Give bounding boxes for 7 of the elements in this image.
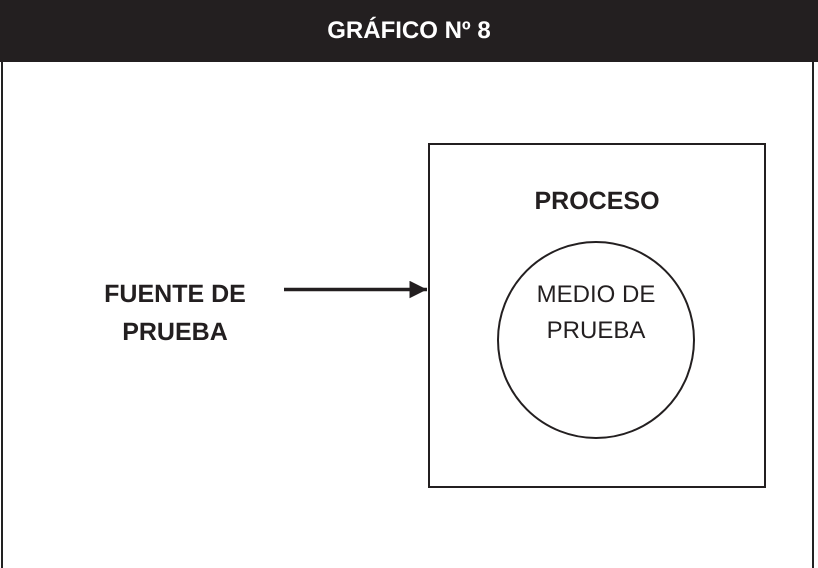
source-label: FUENTE DE PRUEBA — [103, 279, 247, 348]
process-box — [428, 143, 766, 488]
arrow — [284, 280, 427, 298]
box-heading: PROCESO — [533, 187, 661, 216]
circle-node — [497, 241, 695, 439]
circle-label: MEDIO DE PRUEBA — [536, 280, 656, 346]
title-bar: GRÁFICO Nº 8 — [0, 0, 818, 62]
